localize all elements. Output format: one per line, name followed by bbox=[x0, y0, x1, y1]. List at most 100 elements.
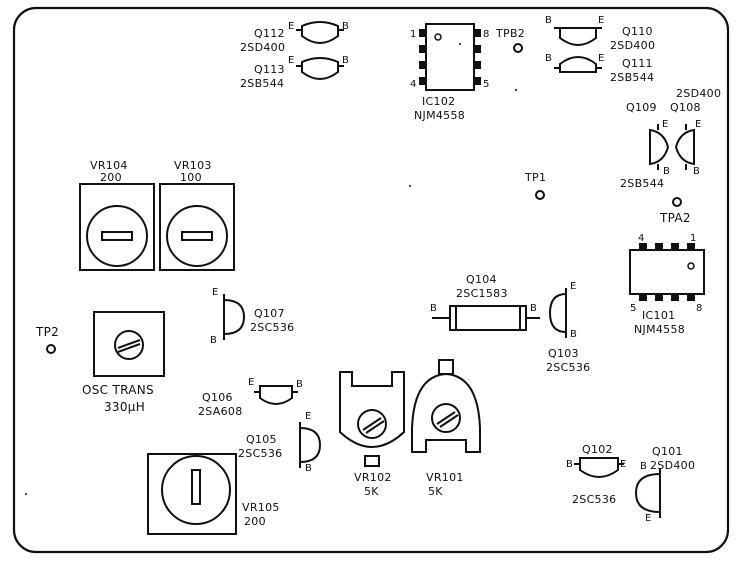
vr101-value: 5K bbox=[428, 485, 443, 498]
board-outline bbox=[12, 6, 730, 554]
vr101-ref: VR101 bbox=[426, 471, 464, 484]
q112-ref: Q112 bbox=[254, 27, 285, 40]
q107-pin-b: B bbox=[210, 335, 217, 346]
q102-body bbox=[574, 457, 624, 478]
q108-part: 2SD400 bbox=[676, 87, 722, 100]
q102-part: 2SC536 bbox=[572, 493, 617, 506]
ic102-pin4: 4 bbox=[410, 79, 417, 90]
vr101-body bbox=[411, 359, 481, 453]
ic101-pin8: 8 bbox=[696, 303, 703, 314]
q107-body bbox=[223, 294, 246, 340]
q106-pin-b: B bbox=[296, 379, 303, 390]
ic102-pin1: 1 bbox=[410, 29, 417, 40]
q110-body bbox=[554, 27, 602, 46]
q109-ref: Q109 bbox=[626, 101, 657, 114]
q101-body bbox=[634, 468, 661, 518]
tp2-pad bbox=[46, 344, 56, 354]
vr102-body bbox=[339, 371, 405, 467]
q103-ref: Q103 bbox=[548, 347, 579, 360]
ic101-pin4: 4 bbox=[638, 233, 645, 244]
ic102-pin5: 5 bbox=[483, 79, 490, 90]
vr104-value: 200 bbox=[100, 171, 122, 184]
q105-body bbox=[299, 422, 322, 468]
osc-trans-value: 330μH bbox=[104, 400, 146, 414]
ic102-pin8: 8 bbox=[483, 29, 490, 40]
ic101-pin5: 5 bbox=[630, 303, 637, 314]
vr105-body bbox=[147, 453, 237, 535]
tp1-pad bbox=[535, 190, 545, 200]
q101-ref: Q101 bbox=[652, 445, 683, 458]
vr103-body bbox=[159, 183, 235, 271]
q105-pin-b: B bbox=[305, 463, 312, 474]
q104-ref: Q104 bbox=[466, 273, 497, 286]
tpb2-label: TPB2 bbox=[496, 27, 526, 40]
q107-ref: Q107 bbox=[254, 307, 285, 320]
q101-pin-e: E bbox=[645, 513, 652, 524]
q109-pin-e: E bbox=[662, 119, 669, 130]
q101-pin-b: B bbox=[640, 461, 647, 472]
q110-pin-b: B bbox=[545, 15, 552, 26]
q106-ref: Q106 bbox=[202, 391, 233, 404]
tp1-label: TP1 bbox=[525, 171, 547, 184]
osc-trans-body bbox=[93, 311, 165, 377]
q109-pin-b: B bbox=[663, 166, 670, 177]
q104-body bbox=[432, 305, 540, 331]
vr105-value: 200 bbox=[244, 515, 266, 528]
q103-part: 2SC536 bbox=[546, 361, 591, 374]
tpb2-pad bbox=[513, 43, 523, 53]
q112-body bbox=[296, 21, 344, 44]
q111-body bbox=[554, 56, 602, 73]
q113-pin-e: E bbox=[288, 55, 295, 66]
q109-body bbox=[649, 124, 670, 170]
vr102-value: 5K bbox=[364, 485, 379, 498]
ic102-ref: IC102 bbox=[422, 95, 456, 108]
q111-part: 2SB544 bbox=[610, 71, 655, 84]
q105-pin-e: E bbox=[305, 411, 312, 422]
osc-trans-name: OSC TRANS bbox=[82, 383, 154, 397]
q105-ref: Q105 bbox=[246, 433, 277, 446]
q106-part: 2SA608 bbox=[198, 405, 243, 418]
q112-pin-b: B bbox=[342, 21, 349, 32]
vr105-ref: VR105 bbox=[242, 501, 280, 514]
q112-part: 2SD400 bbox=[240, 41, 286, 54]
ic102-part: NJM4558 bbox=[414, 109, 466, 122]
q111-pin-e: E bbox=[598, 53, 605, 64]
q108-pin-b: B bbox=[693, 166, 700, 177]
q110-part: 2SD400 bbox=[610, 39, 656, 52]
tpa2-pad bbox=[672, 197, 682, 207]
q108-ref: Q108 bbox=[670, 101, 701, 114]
vr102-ref: VR102 bbox=[354, 471, 392, 484]
q113-part: 2SB544 bbox=[240, 77, 285, 90]
q107-part: 2SC536 bbox=[250, 321, 295, 334]
q108-pin-e: E bbox=[695, 119, 702, 130]
q103-pin-e: E bbox=[570, 281, 577, 292]
q102-ref: Q102 bbox=[582, 443, 613, 456]
tpa2-label: TPA2 bbox=[660, 211, 691, 225]
q113-ref: Q113 bbox=[254, 63, 285, 76]
q103-body bbox=[548, 288, 567, 338]
ic101-body bbox=[629, 243, 705, 301]
vr103-value: 100 bbox=[180, 171, 202, 184]
q110-pin-e: E bbox=[598, 15, 605, 26]
q103-pin-b: B bbox=[570, 329, 577, 340]
q102-pin-e: E bbox=[620, 459, 627, 470]
q104-pin-b2: B bbox=[530, 303, 537, 314]
ic101-ref: IC101 bbox=[642, 309, 676, 322]
q101-part: 2SD400 bbox=[650, 459, 696, 472]
vr104-ref: VR104 bbox=[90, 159, 128, 172]
q104-part: 2SC1583 bbox=[456, 287, 508, 300]
ic101-pin1: 1 bbox=[690, 233, 697, 244]
ic102-body bbox=[419, 23, 481, 91]
q102-pin-b: B bbox=[566, 459, 573, 470]
q113-pin-b: B bbox=[342, 55, 349, 66]
q111-pin-b: B bbox=[545, 53, 552, 64]
q105-part: 2SC536 bbox=[238, 447, 283, 460]
q109-part: 2SB544 bbox=[620, 177, 665, 190]
q107-pin-e: E bbox=[212, 287, 219, 298]
q106-body bbox=[254, 385, 298, 405]
q108-body bbox=[674, 124, 695, 170]
tp2-label: TP2 bbox=[36, 325, 60, 339]
vr103-ref: VR103 bbox=[174, 159, 212, 172]
